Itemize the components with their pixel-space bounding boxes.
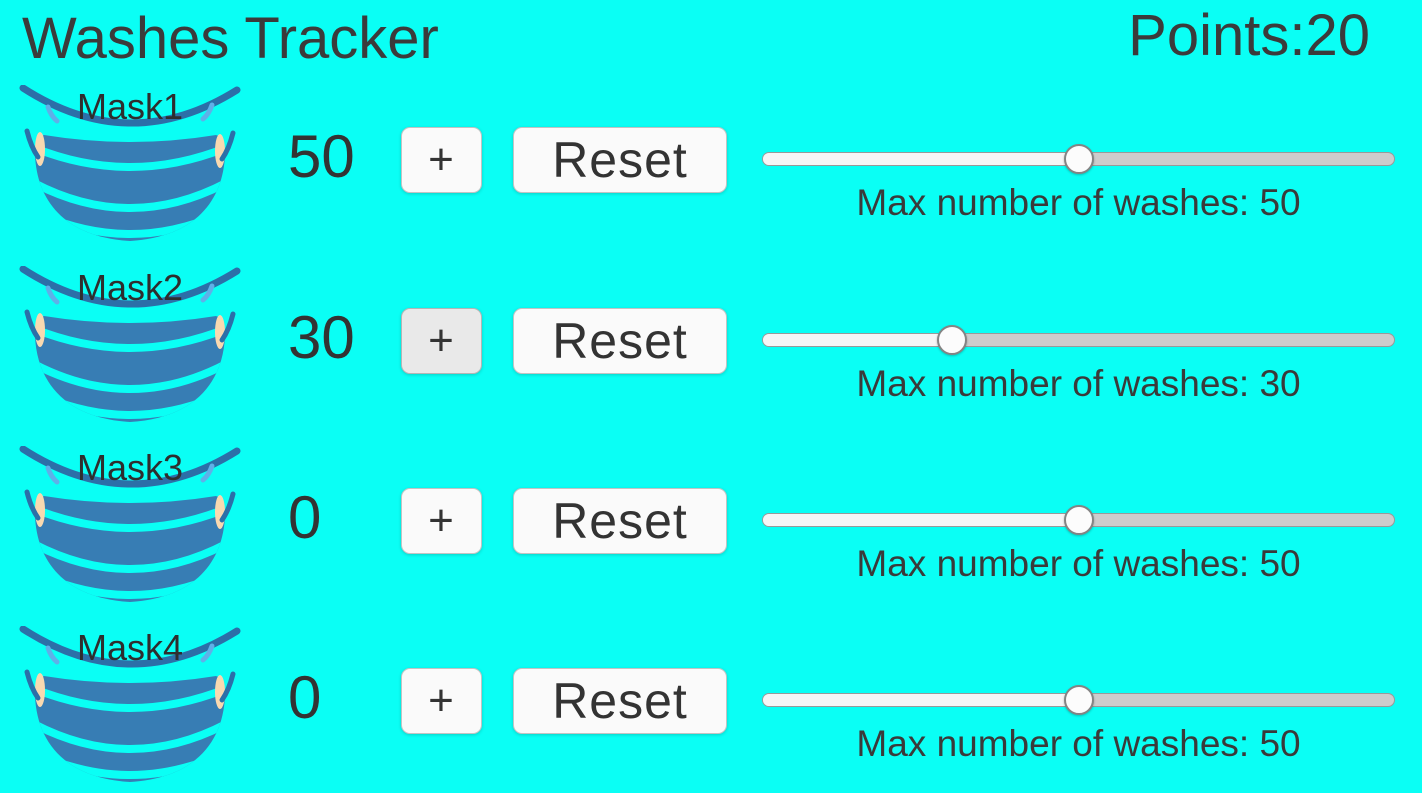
reset-button[interactable]: Reset <box>513 488 727 554</box>
max-washes-slider[interactable] <box>762 684 1395 716</box>
surgical-mask-icon: Mask4 <box>18 626 242 783</box>
increment-button[interactable]: + <box>401 127 482 193</box>
slider-fill <box>763 514 1079 526</box>
max-washes-label: Max number of washes: 50 <box>856 543 1301 584</box>
slider-thumb[interactable] <box>1063 685 1094 715</box>
points-label: Points: <box>1128 3 1306 68</box>
points-value: 20 <box>1305 3 1370 68</box>
wash-count: 0 <box>288 664 322 731</box>
max-washes-slider[interactable] <box>762 143 1395 175</box>
surgical-mask-icon: Mask2 <box>18 266 242 423</box>
surgical-mask-icon: Mask1 <box>18 85 242 242</box>
slider-fill <box>763 334 952 346</box>
reset-button[interactable]: Reset <box>513 308 727 374</box>
reset-button[interactable]: Reset <box>513 668 727 734</box>
wash-count: 30 <box>288 304 355 371</box>
mask-row-4: Mask4 0 + Reset Max number of washes: 50 <box>0 626 1422 800</box>
bottom-strip <box>0 793 1422 800</box>
slider-thumb[interactable] <box>1063 505 1094 535</box>
max-washes-label: Max number of washes: 50 <box>856 723 1301 764</box>
increment-button[interactable]: + <box>401 668 482 734</box>
max-washes-label: Max number of washes: 30 <box>856 363 1301 404</box>
surgical-mask-icon: Mask3 <box>18 446 242 603</box>
max-washes-label: Max number of washes: 50 <box>856 182 1301 223</box>
slider-thumb[interactable] <box>936 325 967 355</box>
page-title: Washes Tracker <box>22 6 439 71</box>
slider-thumb[interactable] <box>1063 144 1094 174</box>
slider-fill <box>763 153 1079 165</box>
slider-fill <box>763 694 1079 706</box>
mask-row-1: Mask1 50 + Reset Max number of washes: 5… <box>0 85 1422 265</box>
max-washes-slider[interactable] <box>762 504 1395 536</box>
reset-button[interactable]: Reset <box>513 127 727 193</box>
mask-label: Mask3 <box>76 447 184 488</box>
mask-label: Mask1 <box>76 86 184 127</box>
increment-button[interactable]: + <box>401 488 482 554</box>
increment-button[interactable]: + <box>401 308 482 374</box>
mask-label: Mask4 <box>76 627 184 668</box>
points-display: Points:20 <box>1128 3 1370 70</box>
wash-count: 0 <box>288 484 322 551</box>
max-washes-slider[interactable] <box>762 324 1395 356</box>
mask-row-3: Mask3 0 + Reset Max number of washes: 50 <box>0 446 1422 626</box>
mask-label: Mask2 <box>76 267 184 308</box>
wash-count: 50 <box>288 123 355 190</box>
mask-row-2: Mask2 30 + Reset Max number of washes: 3… <box>0 266 1422 446</box>
